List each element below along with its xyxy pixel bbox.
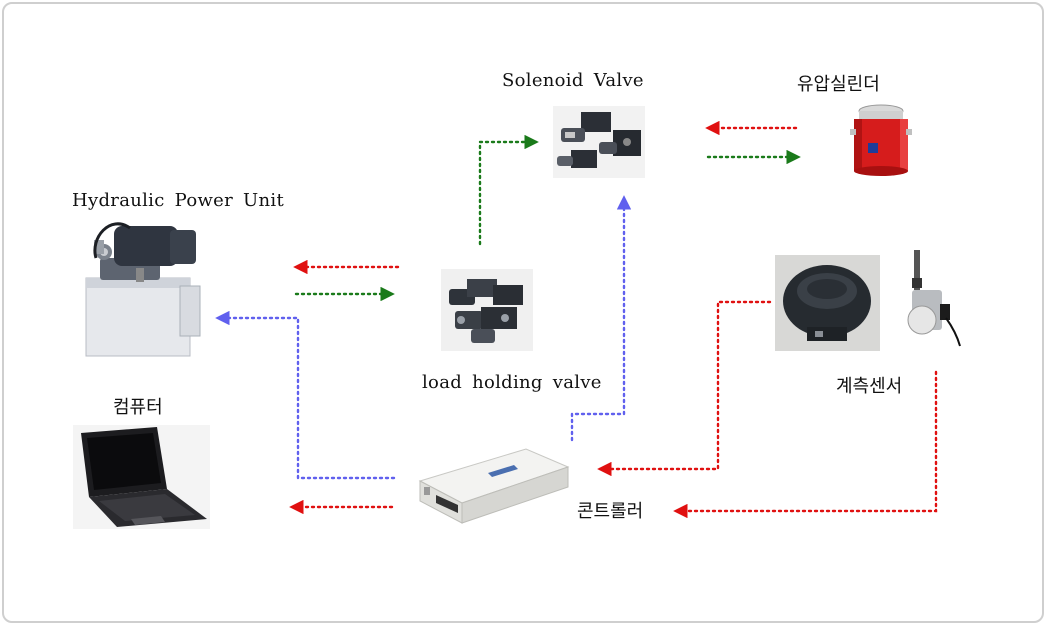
wire-sensor-image — [900, 248, 962, 350]
controller-image — [418, 448, 570, 524]
arrow-loadvalve-to-solenoid — [478, 134, 539, 246]
load-cell-sensor-image — [775, 255, 880, 351]
arrow-loadcell-to-controller — [597, 300, 772, 477]
solenoid-valve-label: Solenoid Valve — [502, 70, 644, 91]
hydraulic-power-unit-image — [85, 222, 201, 357]
arrow-sensor-to-controller — [673, 370, 938, 519]
hydraulic-power-unit-label: Hydraulic Power Unit — [72, 190, 284, 211]
solenoid-valve-image — [553, 106, 645, 178]
load-holding-valve-image — [441, 269, 533, 351]
computer-image — [73, 425, 210, 529]
hydraulic-cylinder-label: 유압실린더 — [797, 74, 880, 95]
hydraulic-cylinder-image — [850, 104, 912, 176]
arrow-controller-to-solenoid — [570, 195, 632, 442]
computer-label: 컴퓨터 — [113, 397, 163, 418]
measurement-sensor-label: 계측센서 — [836, 376, 903, 397]
arrow-controller-to-hpu — [215, 310, 396, 480]
controller-label: 콘트롤러 — [577, 501, 644, 522]
load-holding-valve-label: load holding valve — [422, 372, 602, 393]
